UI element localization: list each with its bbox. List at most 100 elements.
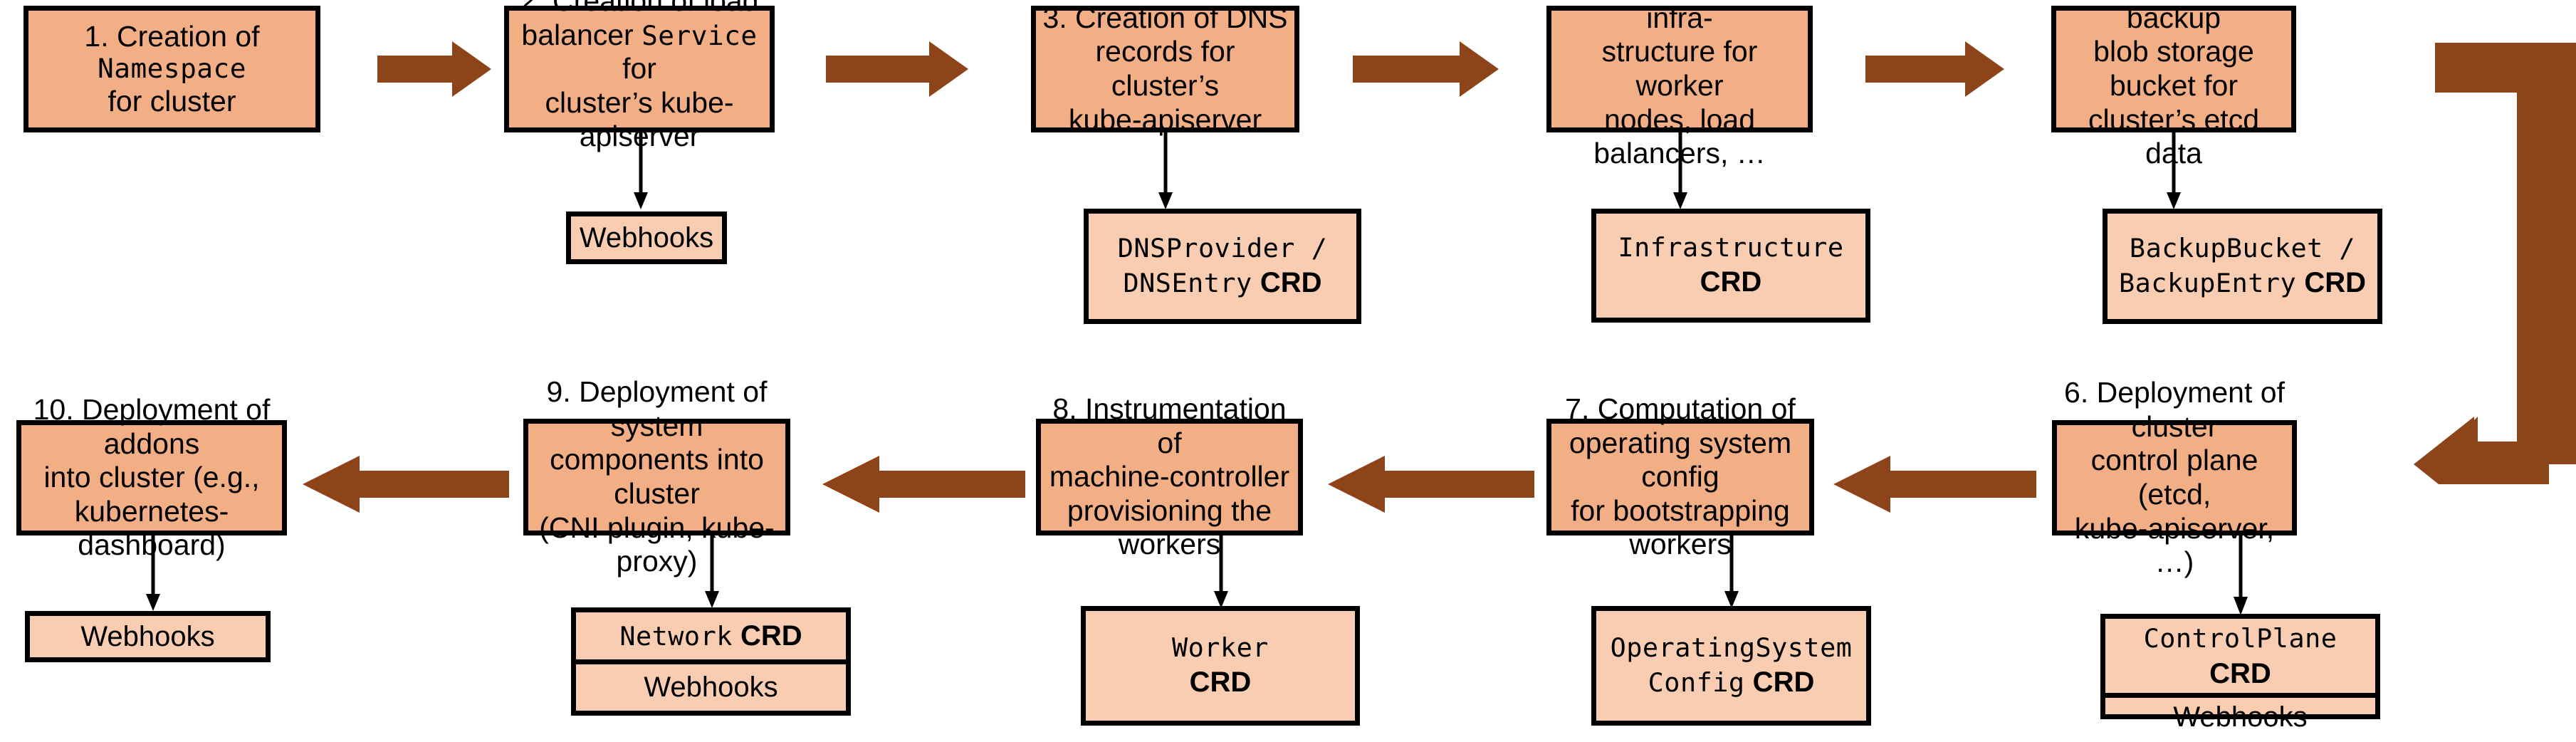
arrow-step4-to-step5 [1865,41,2004,97]
network-crd-webhooks-cell: Webhooks [576,659,846,711]
step-box-6[interactable]: 6. Deployment of cluster control plane (… [2052,376,2297,578]
controlplane-crd-crd-label: CRD [2209,658,2271,689]
step-1-line-2: Namespace [98,53,246,85]
worker-crd-line-2: CRD [1189,666,1252,698]
webhooks-step2-label: Webhooks [579,222,714,254]
resource-box-webhooks-step10[interactable]: Webhooks [25,611,271,662]
backup-crd-line-2: BackupEntry CRD [2112,265,2373,301]
network-crd-title-cell: Network CRD [576,612,846,659]
step-box-5[interactable]: 5. Preparation of backup blob storage bu… [2051,0,2296,169]
step-box-3[interactable]: 3. Creation of DNS records for cluster’s… [1031,1,1299,136]
dns-crd-line-2-mono: DNSEntry [1123,267,1252,298]
network-crd-crd-label: CRD [732,620,802,652]
step-4-line-2: structure for worker [1601,35,1758,102]
resource-box-infrastructure-crd[interactable]: Infrastructure CRD [1591,209,1870,323]
osc-crd-line-2-crd: CRD [1744,666,1815,698]
step-1-line-3: for cluster [108,84,236,117]
step-box-4[interactable]: 4. Preparation of infra- structure for w… [1546,0,1813,169]
step-2-line-1: 2. Creation of load [520,0,759,18]
step-2-line-2-mono: Service [642,19,758,51]
step-9-line-2: components into cluster [550,443,764,510]
connector-step2-to-webhooks [634,132,648,212]
resource-box-osc-crd[interactable]: OperatingSystem Config CRD [1591,606,1871,726]
backup-crd-line-2-crd: CRD [2296,266,2366,298]
worker-crd-line-1: Worker [1172,632,1269,663]
webhooks-step2-cell: Webhooks [571,216,722,259]
controlplane-crd-title-cell: ControlPlane CRD [2105,619,2375,693]
step-box-7[interactable]: 7. Computation of operating system confi… [1546,392,1814,560]
step-10-line-1: 10. Deployment of addons [33,393,271,460]
infrastructure-crd-line-1: Infrastructure [1618,232,1844,263]
arrow-step2-to-step3 [826,41,968,97]
dns-crd-line-2-crd: CRD [1252,266,1322,298]
connector-step4-to-infrastructure-crd [1673,132,1687,212]
step-9-line-1: 9. Deployment of system [546,375,768,442]
step-8-line-3: provisioning the workers [1067,493,1272,561]
arrow-step5-to-step6-elbow [2403,43,2576,484]
backup-crd-cell: BackupBucket / BackupEntry CRD [2108,214,2377,319]
resource-box-network-crd[interactable]: Network CRD Webhooks [571,607,851,716]
arrow-step8-to-step9 [822,456,1025,513]
step-2-line-2-a: balancer [521,18,642,51]
step-10-line-2: into cluster (e.g., [43,461,260,494]
network-crd-webhooks-label: Webhooks [644,672,778,704]
connector-step10-to-webhooks [146,535,160,614]
connector-step7-to-osc-crd [1724,535,1739,610]
resource-box-webhooks-step2[interactable]: Webhooks [566,211,727,264]
step-4-line-1: 4. Preparation of infra- [1571,0,1787,34]
step-6-line-3: kube-apiserver, …) [2074,511,2275,579]
worker-crd-cell: Worker CRD [1086,611,1355,721]
step-box-10[interactable]: 10. Deployment of addons into cluster (e… [16,393,287,561]
step-2-line-2-c: for [622,52,656,85]
controlplane-crd-name: ControlPlane [2143,623,2337,654]
resource-box-backup-crd[interactable]: BackupBucket / BackupEntry CRD [2103,209,2382,324]
infrastructure-crd-line-2: CRD [1700,266,1762,298]
step-2-line-2: balancer Service for [515,19,764,86]
resource-box-controlplane-crd[interactable]: ControlPlane CRD Webhooks [2100,614,2380,733]
arrow-step3-to-step4 [1353,41,1499,97]
arrow-step6-to-step7 [1833,456,2036,513]
step-6-line-2: control plane (etcd, [2090,444,2258,511]
dns-crd-line-2: DNSEntry CRD [1093,265,1352,301]
dns-crd-cell: DNSProvider / DNSEntry CRD [1089,214,1356,319]
webhooks-step10-cell: Webhooks [30,616,266,657]
arrow-step7-to-step8 [1328,456,1534,513]
connector-step6-to-controlplane-crd [2234,535,2248,617]
step-1-line-1: 1. Creation of [84,19,260,53]
step-box-9[interactable]: 9. Deployment of system components into … [523,375,790,578]
connector-step9-to-network-crd [705,535,719,610]
osc-crd-line-1: OperatingSystem [1610,632,1853,663]
connector-step5-to-backup-crd [2167,132,2181,212]
step-7-line-3: for bootstrapping workers [1571,493,1790,561]
step-5-line-2: blob storage bucket for [2093,35,2254,102]
network-crd-name: Network [619,620,733,652]
controlplane-crd-webhooks-cell: Webhooks [2105,693,2375,736]
step-7-line-1: 7. Computation of [1565,392,1796,426]
infrastructure-crd-cell: Infrastructure CRD [1596,214,1865,318]
step-9-line-3: (CNI plugin, kube-proxy) [539,511,775,578]
resource-box-dns-crd[interactable]: DNSProvider / DNSEntry CRD [1084,209,1361,324]
step-6-line-1: 6. Deployment of cluster [2064,376,2285,443]
osc-crd-line-2-mono: Config [1648,667,1745,698]
step-7-line-2: operating system config [1569,426,1792,493]
osc-crd-cell: OperatingSystem Config CRD [1596,611,1866,721]
backup-crd-line-1: BackupBucket / [2129,233,2356,263]
dns-crd-line-1: DNSProvider / [1117,233,1328,263]
step-3-line-3: kube-apiserver [1068,103,1262,136]
webhooks-step10-label: Webhooks [80,621,215,652]
arrow-step1-to-step2 [377,41,491,97]
controlplane-crd-line-1: ControlPlane CRD [2110,620,2371,691]
osc-crd-line-2: Config CRD [1601,664,1862,700]
step-8-line-1: 8. Instrumentation of [1052,392,1287,459]
resource-box-worker-crd[interactable]: Worker CRD [1081,606,1360,726]
step-3-line-2: records for cluster’s [1095,35,1235,102]
step-box-2[interactable]: 2. Creation of load balancer Service for… [504,0,775,152]
step-5-line-1: 5. Preparation of backup [2065,0,2281,34]
controlplane-crd-webhooks-label: Webhooks [2173,701,2308,733]
connector-step8-to-worker-crd [1214,535,1228,610]
backup-crd-line-2-mono: BackupEntry [2119,267,2297,298]
step-3-line-1: 3. Creation of DNS [1042,1,1288,34]
step-box-8[interactable]: 8. Instrumentation of machine-controller… [1036,392,1303,560]
step-box-1[interactable]: 1. Creation of Namespace for cluster [23,6,320,132]
